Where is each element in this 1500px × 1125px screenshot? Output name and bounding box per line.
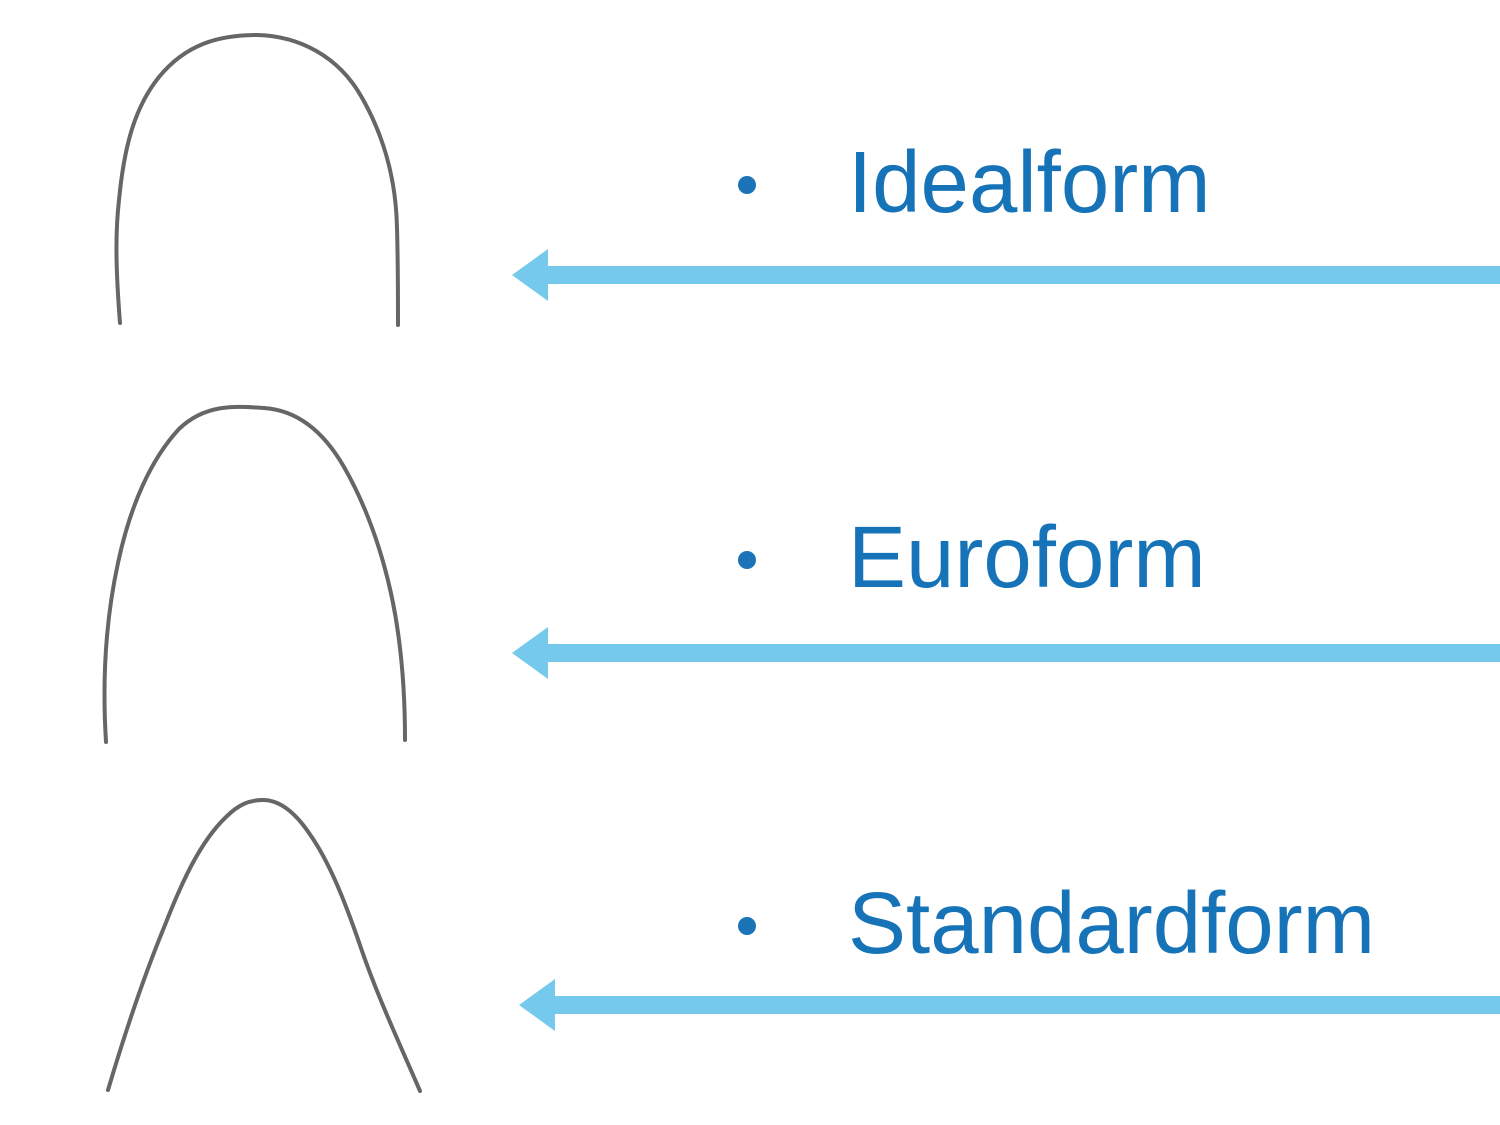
bullet-icon [738,175,756,194]
left-arrow-icon [512,627,1500,679]
euroform-label: Euroform [848,508,1206,606]
idealform-label: Idealform [848,133,1211,231]
bullet-icon [738,550,756,569]
list-item-idealform: Idealform [738,133,1211,231]
list-item-standardform: Standardform [738,874,1376,972]
left-arrow-icon [512,249,1500,301]
standardform-label: Standardform [848,874,1376,972]
standardform-arch-icon [106,797,422,1093]
left-arrow-icon [519,979,1500,1031]
euroform-arch-icon [102,404,407,744]
list-item-euroform: Euroform [738,508,1206,606]
bullet-icon [738,916,756,935]
idealform-arch-icon [114,32,400,327]
